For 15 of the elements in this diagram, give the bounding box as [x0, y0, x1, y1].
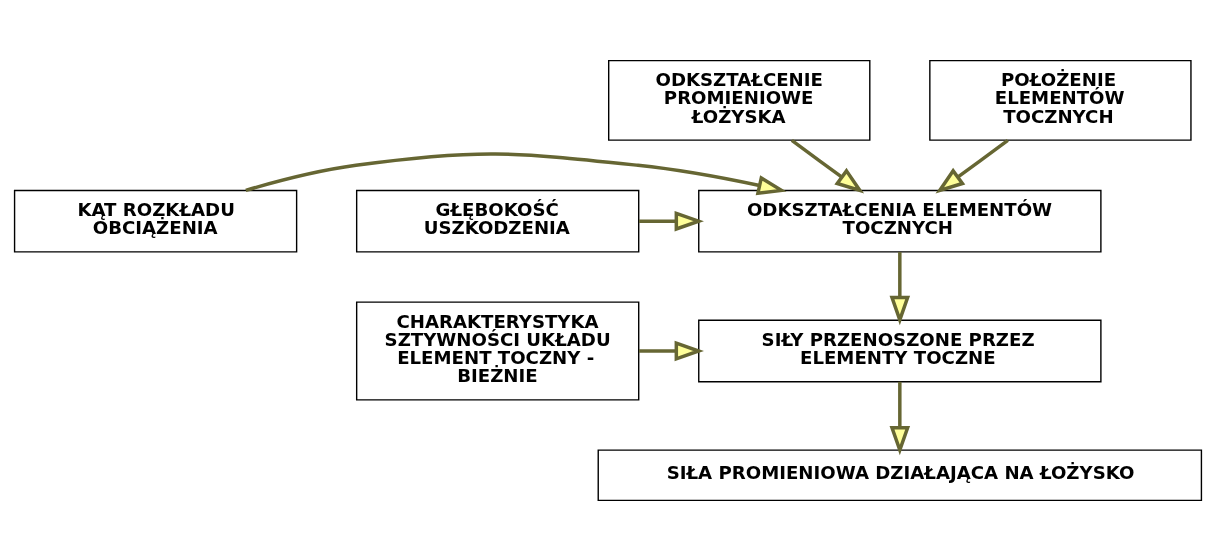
node-box: SIŁA PROMIENIOWA DZIAŁAJĄCA NA ŁOŻYSKO	[597, 448, 1203, 501]
arrow	[245, 151, 787, 195]
arrow	[889, 251, 911, 325]
node-box: CHARAKTERYSTYKA SZTYWNOŚCI UKŁADU ELEMENT TOCZNY - BIEŻNIE	[355, 300, 640, 401]
node-box: ODKSZTAŁCENIE PROMIENIOWE ŁOŻYSKA	[608, 59, 871, 141]
arrow	[889, 381, 911, 455]
node-box: GŁĘBOKOŚĆ USZKODZENIA	[355, 189, 640, 253]
node-box: POŁOŻENIE ELEMENTÓW TOCZNYCH	[929, 59, 1192, 141]
arrow	[790, 138, 865, 194]
arrow	[639, 340, 704, 361]
node-box: KĄT ROZKŁADU OBCIĄŻENIA	[13, 189, 298, 253]
arrow	[639, 210, 704, 231]
node-box: SIŁY PRZENOSZONE PRZEZ ELEMENTY TOCZNE	[698, 319, 1102, 382]
arrow	[935, 138, 1009, 194]
node-box: ODKSZTAŁCENIA ELEMENTÓW TOCZNYCH	[698, 189, 1102, 253]
